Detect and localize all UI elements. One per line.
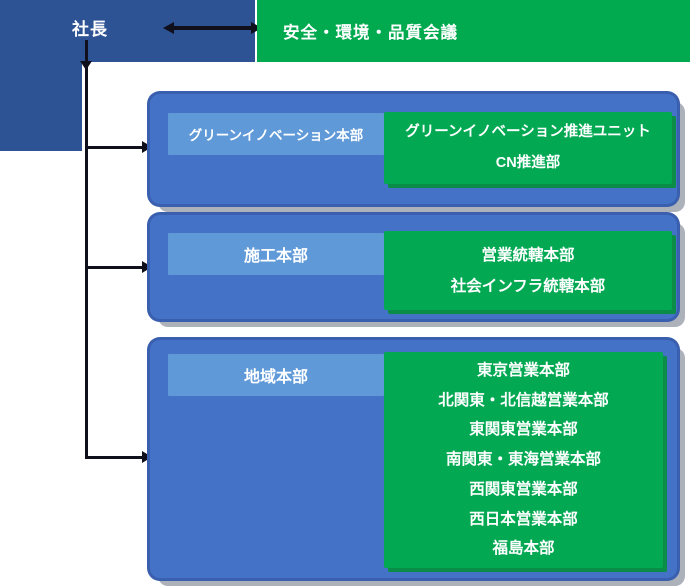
section-header-regional: 地域本部 <box>168 354 384 396</box>
section-header-label: 地域本部 <box>243 369 308 386</box>
section-header-label: 施工本部 <box>243 248 308 265</box>
arrow-left-icon <box>163 22 174 34</box>
branch-line-section-2 <box>85 266 145 269</box>
arrow-right-icon <box>142 141 152 153</box>
dept-list-regional: 東京営業本部 北関東・北信越営業本部 東関東営業本部 南関東・東海営業本部 西関… <box>384 352 663 568</box>
dept-list-construction: 営業統轄本部 社会インフラ統轄本部 <box>384 231 672 310</box>
section-header-label: グリーンイノベーション本部 <box>188 128 364 143</box>
branch-line-section-3 <box>85 456 145 459</box>
arrow-right-icon <box>142 451 152 463</box>
section-header-construction: 施工本部 <box>168 233 384 275</box>
section-construction: 施工本部 営業統轄本部 社会インフラ統轄本部 <box>150 215 677 319</box>
dept-item: グリーンイノベーション推進ユニット <box>405 124 651 140</box>
dept-item: 社会インフラ統轄本部 <box>450 277 606 295</box>
council-label: 安全・環境・品質会議 <box>283 24 458 42</box>
dept-item: 西日本営業本部 <box>469 510 578 528</box>
dept-item: 東京営業本部 <box>476 361 570 379</box>
president-box-column <box>0 0 82 151</box>
section-green-innovation: グリーンイノベーション本部 グリーンイノベーション推進ユニット CN推進部 <box>150 94 677 204</box>
trunk-connector-line <box>85 40 88 459</box>
president-label: 社長 <box>72 20 108 39</box>
council-box: 安全・環境・品質会議 <box>257 0 690 62</box>
dept-item: 福島本部 <box>492 540 555 558</box>
dept-item: 西関東営業本部 <box>469 480 578 498</box>
branch-line-section-1 <box>85 146 145 149</box>
president-council-connector-line <box>173 26 253 30</box>
dept-item: 北関東・北信越営業本部 <box>438 391 609 409</box>
dept-item: 南関東・東海営業本部 <box>445 451 601 469</box>
arrow-down-icon <box>80 61 92 70</box>
arrow-right-icon <box>142 261 152 273</box>
arrow-right-icon <box>251 22 262 34</box>
section-header-green-innovation: グリーンイノベーション本部 <box>168 113 384 155</box>
dept-item: 営業統轄本部 <box>481 246 575 264</box>
section-regional: 地域本部 東京営業本部 北関東・北信越営業本部 東関東営業本部 南関東・東海営業… <box>150 340 677 578</box>
dept-list-green-innovation: グリーンイノベーション推進ユニット CN推進部 <box>384 112 672 184</box>
dept-item: CN推進部 <box>495 155 561 171</box>
dept-item: 東関東営業本部 <box>469 421 578 439</box>
